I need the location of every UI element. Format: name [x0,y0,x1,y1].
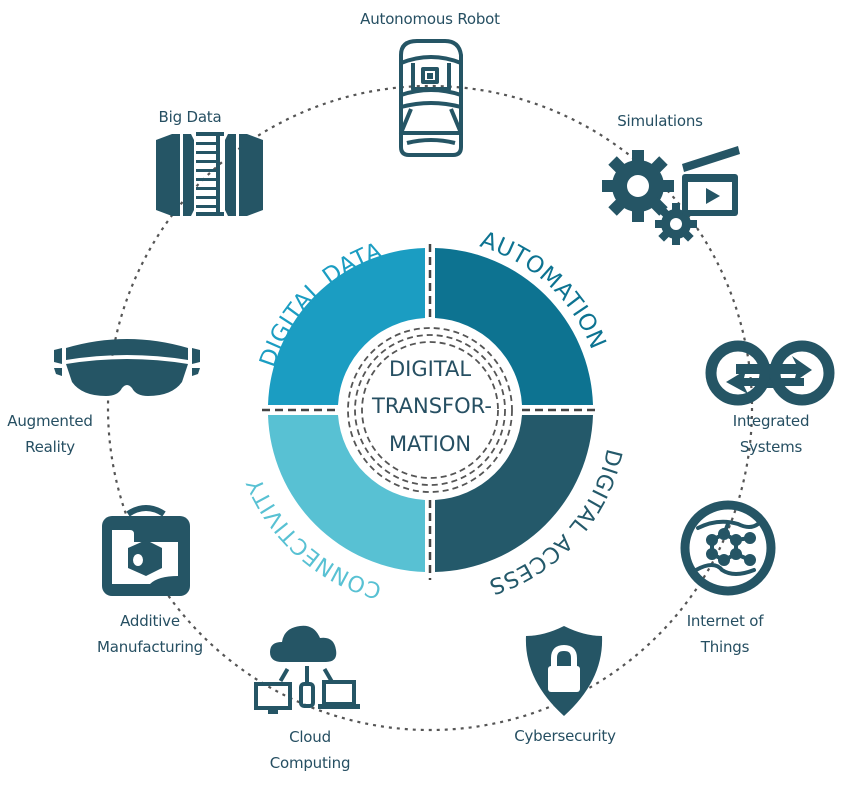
center-title-line2: TRANSFOR- [371,394,492,418]
shield-lock-icon [525,626,603,716]
center-title: DIGITAL TRANSFOR- MATION [371,357,492,456]
vr-headset-icon [54,339,200,396]
center-dash-ring-inner [361,341,499,479]
center-title-line1: DIGITAL [389,357,471,381]
label-additive-manufacturing: Additive Manufacturing [70,608,230,660]
segment-digital-data [268,248,425,405]
3d-printer-icon [102,505,190,596]
label-augmented-reality-line1: Augmented [7,412,93,430]
label-integrated-systems-line2: Systems [739,438,803,456]
label-cloud-computing: Cloud Computing [240,724,380,776]
segment-connectivity [268,415,425,572]
linked-rings-icon [705,340,835,406]
autonomous-vehicle-icon [399,39,463,157]
segment-automation [435,248,593,405]
label-augmented-reality: Augmented Reality [0,408,100,460]
label-big-data: Big Data [158,108,222,126]
label-additive-manufacturing-line1: Additive [120,612,180,630]
label-internet-of-things-line1: Internet of [686,612,764,630]
label-internet-of-things: Internet of Things [660,608,790,660]
center-dash-ring-outer [347,327,513,493]
label-augmented-reality-line2: Reality [25,438,75,456]
label-simulations: Simulations [617,112,703,130]
cloud-devices-icon [254,625,360,714]
label-integrated-systems-line1: Integrated [732,412,810,430]
label-internet-of-things-line2: Things [700,638,750,656]
label-cybersecurity: Cybersecurity [514,727,616,745]
outer-orbit-path [106,84,754,732]
label-cloud-computing-line1: Cloud [289,728,331,746]
center-dash-ring-middle [354,334,506,486]
core-ring [268,248,593,572]
label-integrated-systems: Integrated Systems [706,408,836,460]
label-autonomous-robot: Autonomous Robot [360,10,500,28]
ring-dividers [262,244,600,580]
label-additive-manufacturing-line2: Manufacturing [96,638,204,656]
network-globe-icon [680,500,776,596]
segment-digital-access [435,415,593,572]
label-cloud-computing-line2: Computing [269,754,351,772]
gears-video-icon [602,146,740,245]
server-rack-icon [156,132,263,216]
center-title-line3: MATION [389,432,471,456]
